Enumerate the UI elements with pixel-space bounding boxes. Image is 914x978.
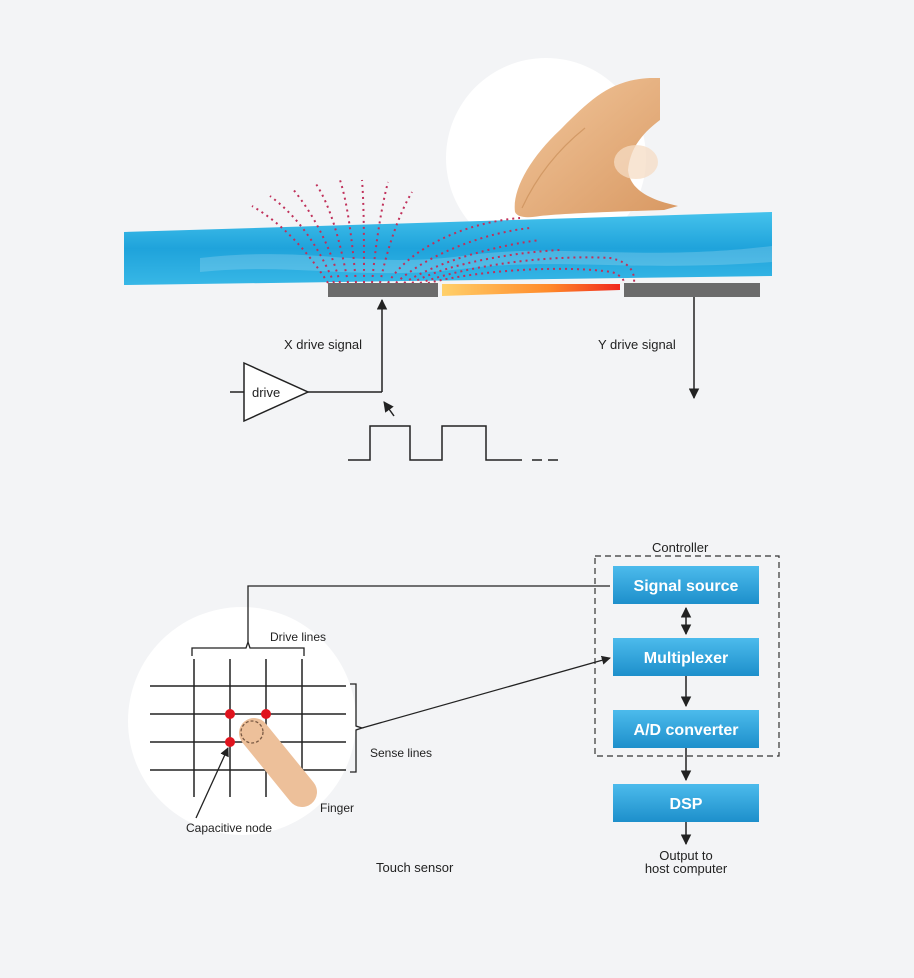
controller-frame bbox=[594, 555, 780, 757]
capacitive-node-pointer bbox=[195, 747, 229, 819]
finger-illustration bbox=[514, 78, 678, 218]
multiplexer-box: Multiplexer bbox=[613, 638, 759, 676]
output-label-line1: Output to bbox=[659, 848, 712, 863]
svg-text:A/D converter: A/D converter bbox=[634, 722, 739, 739]
sense-connection bbox=[361, 655, 611, 729]
y-drive-label: Y drive signal bbox=[598, 337, 676, 352]
finger-shape bbox=[239, 718, 317, 807]
ad-converter-box: A/D converter bbox=[613, 710, 759, 748]
output-label-line2: host computer bbox=[645, 861, 728, 876]
svg-text:drive: drive bbox=[252, 385, 280, 400]
touch-sensor-illustration: Drive lines Sense lines Capacitive node … bbox=[128, 585, 611, 835]
pulse-arrow bbox=[383, 401, 395, 417]
touch-panel-illustration: X drive signal Y drive signal drive bbox=[124, 58, 772, 461]
capacitive-node bbox=[261, 709, 271, 719]
drive-amplifier: drive bbox=[230, 361, 310, 423]
sense-lines-label: Sense lines bbox=[370, 746, 432, 760]
svg-text:Multiplexer: Multiplexer bbox=[644, 650, 728, 667]
charge-gradient bbox=[442, 284, 620, 296]
signal-source-box: Signal source bbox=[613, 566, 759, 604]
electric-field-lines bbox=[251, 179, 636, 284]
touch-sensor-label: Touch sensor bbox=[376, 860, 454, 875]
svg-text:Signal source: Signal source bbox=[634, 578, 739, 595]
capacitive-node-label: Capacitive node bbox=[186, 821, 272, 835]
controller-label: Controller bbox=[652, 540, 709, 555]
controller-block-diagram: Controller Signal source Multiplexer A/D… bbox=[594, 540, 780, 876]
capacitive-node bbox=[225, 709, 235, 719]
dsp-box: DSP bbox=[613, 784, 759, 822]
glass-panel bbox=[124, 212, 772, 285]
square-wave-signal bbox=[348, 425, 522, 461]
svg-text:DSP: DSP bbox=[670, 796, 703, 813]
capacitive-node bbox=[225, 737, 235, 747]
drive-connection bbox=[247, 585, 610, 642]
y-electrode bbox=[624, 283, 760, 297]
x-electrode bbox=[328, 283, 438, 297]
drive-lines-label: Drive lines bbox=[270, 630, 326, 644]
x-drive-label: X drive signal bbox=[284, 337, 362, 352]
finger-label: Finger bbox=[320, 801, 354, 815]
